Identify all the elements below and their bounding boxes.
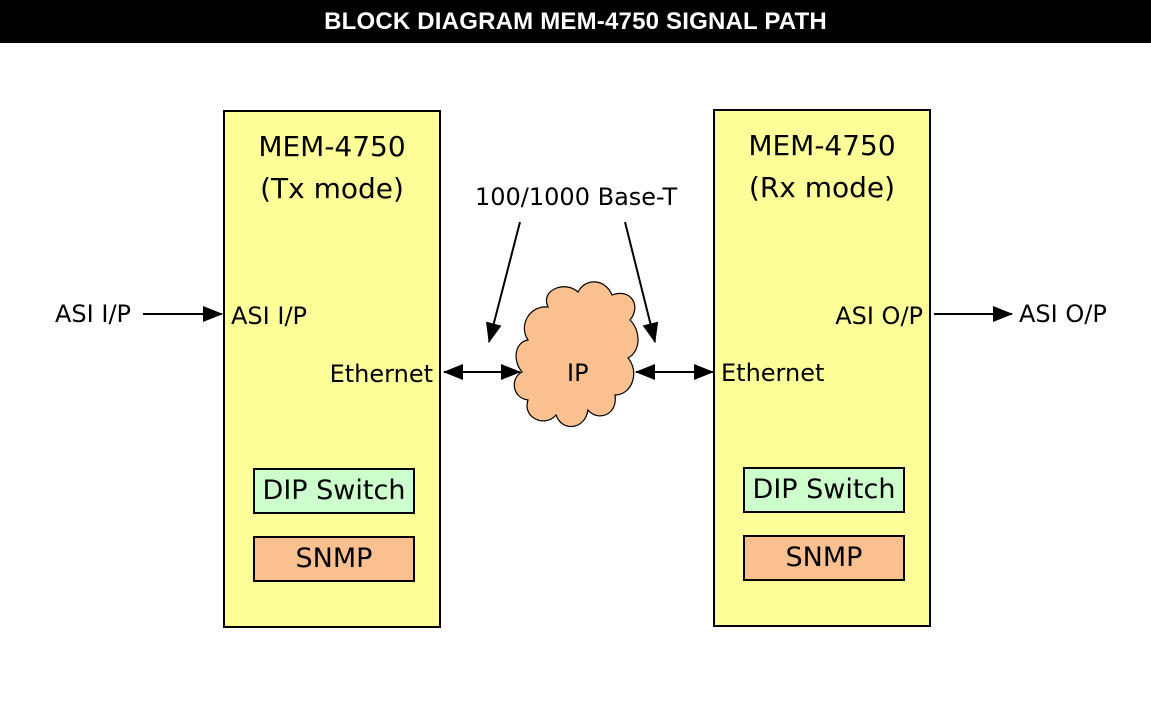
link-type-label: 100/1000 Base-T bbox=[475, 183, 678, 211]
tx-device-box: MEM-4750 (Tx mode) ASI I/P Ethernet DIP … bbox=[223, 110, 441, 628]
tx-dip-switch: DIP Switch bbox=[253, 468, 415, 514]
rx-dip-switch: DIP Switch bbox=[743, 467, 905, 513]
diagram-title: BLOCK DIAGRAM MEM-4750 SIGNAL PATH bbox=[0, 0, 1151, 43]
tx-ethernet-port: Ethernet bbox=[329, 360, 433, 388]
external-output-label: ASI O/P bbox=[1019, 300, 1107, 328]
rx-snmp: SNMP bbox=[743, 535, 905, 581]
ip-cloud bbox=[513, 281, 639, 427]
tx-snmp: SNMP bbox=[253, 536, 415, 582]
base-t-pointer-right bbox=[624, 221, 659, 343]
rx-device-box: MEM-4750 (Rx mode) ASI O/P Ethernet DIP … bbox=[713, 109, 931, 627]
rx-device-mode: (Rx mode) bbox=[748, 171, 896, 204]
base-t-pointer-left bbox=[486, 221, 521, 343]
tx-device-mode: (Tx mode) bbox=[260, 172, 404, 205]
rx-device-name: MEM-4750 bbox=[748, 129, 896, 162]
ip-cloud-label: IP bbox=[567, 359, 589, 387]
rx-output-port: ASI O/P bbox=[835, 302, 923, 330]
rx-ethernet-port: Ethernet bbox=[721, 359, 825, 387]
external-input-label: ASI I/P bbox=[55, 300, 131, 328]
tx-input-port: ASI I/P bbox=[231, 302, 307, 330]
tx-device-name: MEM-4750 bbox=[258, 130, 406, 163]
